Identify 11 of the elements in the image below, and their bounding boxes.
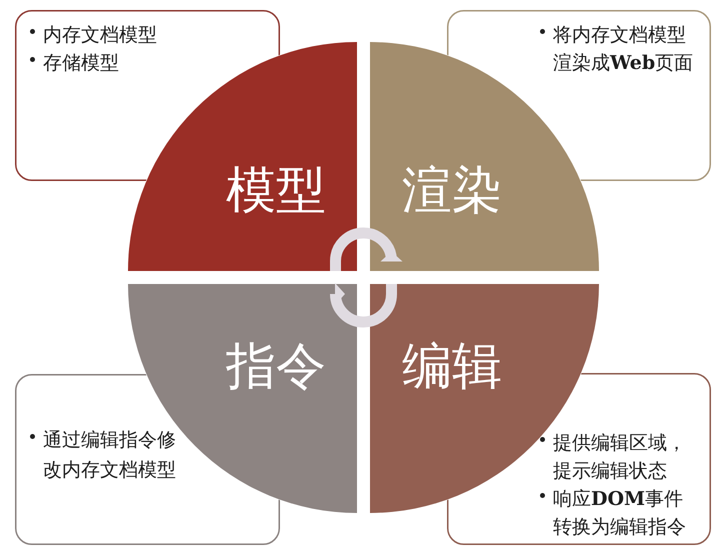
bullet-text: 通过编辑指令修改内存文档模型 <box>43 428 177 483</box>
bullet-text: 响应DOM事件转换为编辑指令 <box>553 487 687 540</box>
bullet-text: 存储模型 <box>43 51 119 76</box>
bullet-text: 将内存文档模型渲染成Web页面 <box>553 23 694 76</box>
quadrant-label: 编辑 <box>402 340 502 392</box>
bullet-text: 内存文档模型 <box>43 23 157 48</box>
quadrant-label: 渲染 <box>402 164 502 216</box>
quadrant-label: 模型 <box>226 164 326 216</box>
curved-arrow <box>330 228 402 271</box>
bullet-text: 提供编辑区域，提示编辑状态 <box>553 431 687 484</box>
quadrant-label: 指令 <box>226 340 326 392</box>
